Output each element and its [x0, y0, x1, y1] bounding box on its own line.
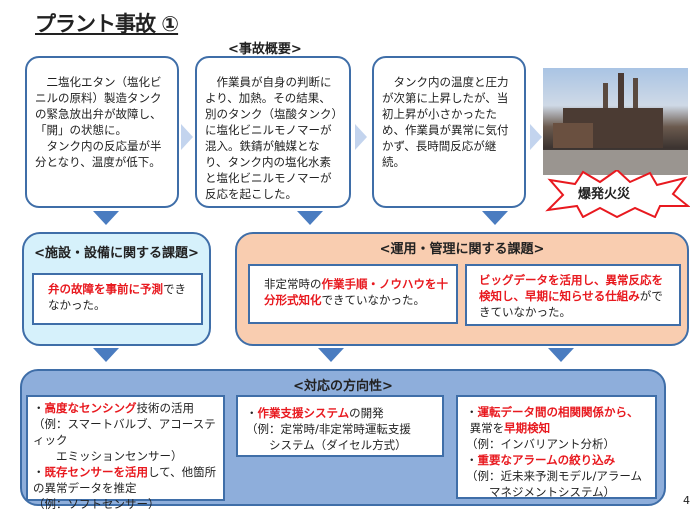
arrow-down-icon [482, 211, 508, 225]
operation-issues-header: <運用・管理に関する課題> [379, 242, 545, 257]
bullet: ・ [33, 401, 45, 415]
step-3-box: タンク内の温度と圧力が次第に上昇したが、当初上昇が小さかったため、作業員が異常に… [372, 56, 526, 208]
arrow-down-icon [93, 211, 119, 225]
example-text: （例：ソフトセンサー） [33, 497, 160, 511]
example-text: （例：定常時/非定常時運転支援 システム（ダイセル方式） [246, 422, 411, 452]
operation-issues-panel: <運用・管理に関する課題> 非定常時の作業手順・ノウハウを十分形式知化できていな… [235, 232, 689, 346]
body-text: の開発 [349, 406, 384, 420]
arrow-down-icon [548, 348, 574, 362]
plant-ruins-image [543, 73, 688, 175]
response-direction-panel: <対応の方向性> ・高度なセンシング技術の活用 （例：スマートバルブ、アコーステ… [20, 369, 666, 511]
bullet: ・ [466, 405, 478, 419]
response-direction-header: <対応の方向性> [293, 379, 393, 394]
arrow-down-icon [93, 348, 119, 362]
page-title: プラント事故 ① [35, 12, 179, 36]
operation-issue-box-2: ビッグデータを活用し、異常反応を検知し、早期に知らせる仕組みができていなかった。 [465, 264, 681, 326]
chevron-right-icon [530, 124, 542, 150]
chevron-right-icon [181, 124, 193, 150]
highlight-text: 早期検知 [504, 421, 551, 435]
page-number: 4 [683, 494, 690, 507]
highlight-text: 運転データ間の相関関係から、 [477, 405, 639, 419]
bullet: ・ [33, 465, 45, 479]
highlight-text: 重要なアラームの絞り込み [477, 453, 616, 467]
body-text: 異常を [469, 421, 505, 435]
bullet: ・ [466, 453, 478, 467]
body-text: 非定常時の [264, 277, 322, 291]
body-text: できていなかった。 [321, 293, 426, 307]
body-text: して、他箇所の異常データを推定 [33, 465, 217, 495]
explosion-label: 爆発火災 [578, 187, 631, 202]
example-text: （例：インバリアント分析） [466, 437, 616, 451]
example-text: （例：スマートバルブ、アコースティック エミッションセンサー） [33, 417, 216, 463]
highlight-text: 作業手順・ノウハウを十分形式知化 [264, 277, 448, 307]
arrow-down-icon [318, 348, 344, 362]
direction-col-3: ・運転データ間の相関関係から、 異常を早期検知 （例：インバリアント分析） ・重… [456, 395, 657, 499]
direction-col-2: ・作業支援システムの開発 （例：定常時/非定常時運転支援 システム（ダイセル方式… [236, 395, 444, 457]
overview-label: <事故概要> [228, 42, 302, 57]
plant-accident-photo [543, 68, 688, 175]
example-text: （例：近未来予測モデル/アラーム マネジメントシステム） [466, 469, 643, 499]
body-text: ができていなかった。 [479, 289, 663, 319]
highlight-text: ビッグデータを活用し、異常反応を検知し、早期に知らせる仕組み [479, 273, 663, 303]
arrow-down-icon [297, 211, 323, 225]
explosion-burst-icon [545, 170, 690, 218]
highlight-text: 弁の故障を事前に予測 [48, 282, 163, 296]
direction-col-1: ・高度なセンシング技術の活用 （例：スマートバルブ、アコースティック エミッショ… [26, 395, 225, 511]
body-text: できなかった。 [48, 282, 186, 312]
step-2-box: 作業員が自身の判断により、加熱。その結果、別のタンク（塩酸タンク）に塩化ビニルモ… [195, 56, 351, 208]
bullet: ・ [246, 406, 258, 420]
facility-issue-box: 弁の故障を事前に予測できなかった。 [32, 273, 203, 325]
chevron-right-icon [355, 124, 367, 150]
step-1-box: 二塩化エタン（塩化ビニルの原料）製造タンクの緊急放出弁が故障し、「開」の状態に。… [25, 56, 179, 208]
body-text: 技術の活用 [136, 401, 195, 415]
facility-issues-header: <施設・設備に関する課題> [34, 246, 199, 261]
highlight-text: 既存センサーを活用 [44, 465, 149, 479]
highlight-text: 作業支援システム [257, 406, 350, 420]
operation-issue-box-1: 非定常時の作業手順・ノウハウを十分形式知化できていなかった。 [248, 264, 458, 324]
facility-issues-panel: <施設・設備に関する課題> 弁の故障を事前に予測できなかった。 [22, 232, 211, 346]
highlight-text: 高度なセンシング [44, 401, 137, 415]
